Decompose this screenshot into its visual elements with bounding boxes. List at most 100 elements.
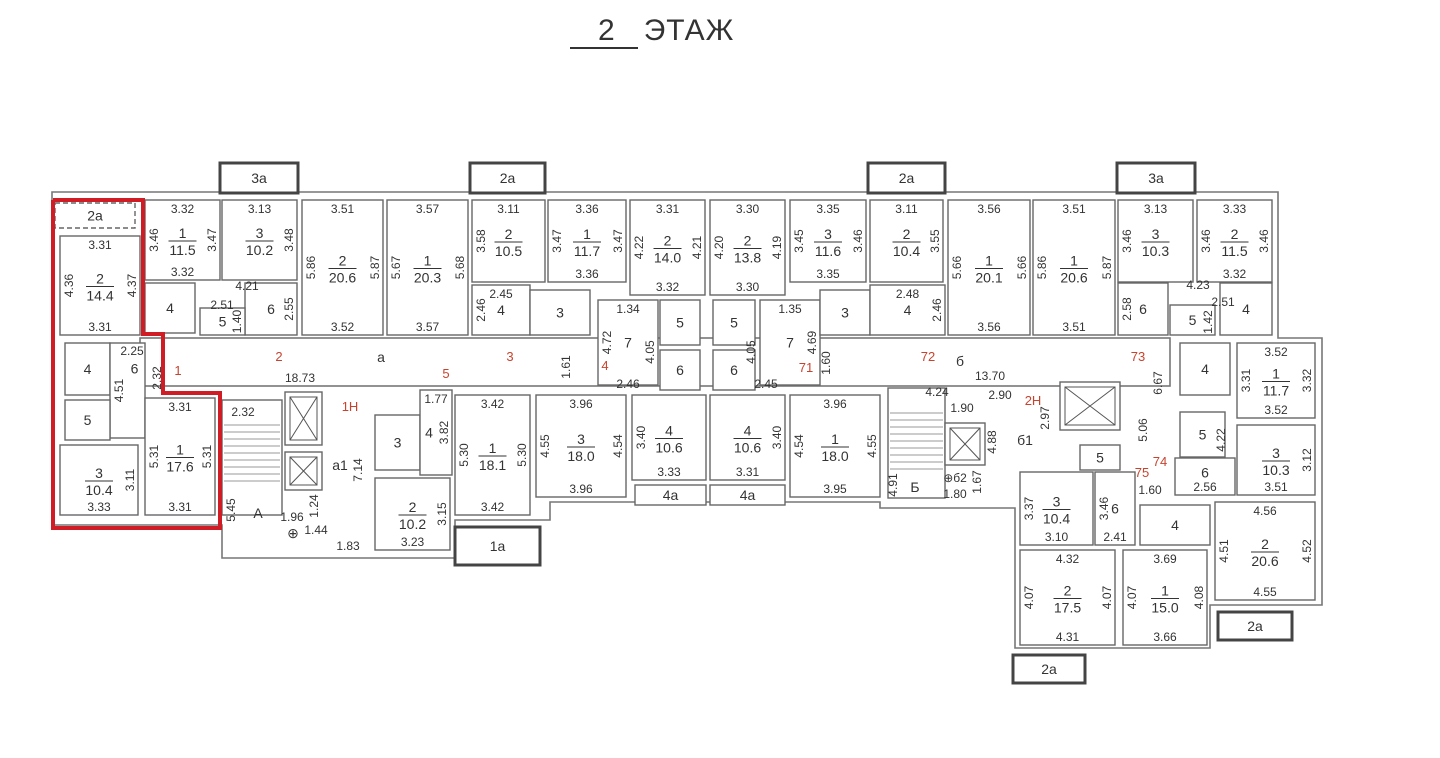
dim-top: 3.96: [823, 397, 847, 411]
room[interactable]: 5: [712, 299, 756, 346]
dim-right: 4.69: [805, 330, 819, 354]
room[interactable]: 310.43.333.11: [59, 444, 139, 516]
room[interactable]: 71.344.72: [597, 299, 659, 386]
room[interactable]: 410.63.313.40: [709, 394, 786, 481]
dim-top: 3.13: [248, 202, 272, 216]
room-walls: [529, 289, 591, 336]
room[interactable]: 62.56: [1174, 457, 1236, 496]
dim-right: 4.55: [865, 434, 879, 458]
room[interactable]: 210.23.233.15: [374, 477, 451, 551]
room[interactable]: 3: [529, 289, 591, 336]
room[interactable]: 310.23.133.48: [221, 199, 298, 281]
dim-left: 5.66: [950, 255, 964, 279]
room-type: 1: [176, 442, 184, 458]
room[interactable]: 42.482.46: [869, 284, 946, 336]
room[interactable]: 4: [1179, 342, 1231, 396]
room[interactable]: 6: [712, 349, 756, 391]
dim-top: 3.51: [331, 202, 355, 216]
room[interactable]: 5: [1079, 444, 1121, 471]
room[interactable]: 5: [64, 399, 111, 441]
dim-left: 4.54: [792, 434, 806, 458]
dim-right: 5.66: [1015, 255, 1029, 279]
room-walls: [631, 394, 707, 481]
room[interactable]: 42.452.46: [471, 284, 531, 336]
room[interactable]: 210.53.113.58: [471, 199, 546, 283]
room[interactable]: 71.354.69: [759, 299, 821, 386]
room[interactable]: 4: [144, 282, 196, 334]
stairs: [221, 381, 1121, 516]
room[interactable]: 4: [1139, 504, 1211, 546]
room[interactable]: 5: [1169, 304, 1216, 336]
room-walls: [712, 349, 756, 391]
plan-label: 4.05: [744, 340, 758, 364]
room[interactable]: 41.773.82: [419, 389, 453, 476]
selected-apartment-outline[interactable]: [51, 198, 222, 530]
room-walls: [709, 394, 786, 481]
room[interactable]: 6: [659, 349, 701, 391]
room-walls: [1219, 282, 1273, 336]
room-area: 10.4: [893, 243, 920, 259]
room-type: 6: [131, 361, 139, 377]
dim-right: 5.87: [1100, 255, 1114, 279]
plan-label: б1: [1017, 432, 1033, 448]
room[interactable]: 210.43.113.55: [869, 199, 944, 283]
room[interactable]: 310.43.103.37: [1019, 471, 1094, 546]
plan-label: 4.23: [1186, 278, 1210, 292]
room-walls: [759, 299, 821, 386]
room-type: 2: [1064, 583, 1072, 599]
room-type: 7: [624, 335, 632, 351]
room[interactable]: 3: [819, 289, 871, 336]
dim-top: 3.52: [1264, 345, 1288, 359]
room[interactable]: 310.33.133.46: [1117, 199, 1194, 283]
room-area: 10.2: [246, 242, 273, 258]
dim-right: 3.47: [205, 228, 219, 252]
room-type: 1: [179, 225, 187, 241]
room-type: 2: [409, 499, 417, 515]
room-walls: [471, 284, 531, 336]
balcony-label: 4а: [663, 487, 679, 503]
room[interactable]: 5: [659, 299, 701, 346]
room[interactable]: 4: [64, 342, 111, 396]
room-type: 5: [1096, 450, 1104, 466]
room[interactable]: 310.33.513.12: [1236, 424, 1316, 496]
dim-top: 1.77: [424, 392, 448, 406]
room[interactable]: 3: [374, 414, 421, 471]
dim-top: 3.31: [656, 202, 680, 216]
room-type: 2: [339, 253, 347, 269]
room[interactable]: 5: [1179, 411, 1226, 458]
room-walls: [386, 199, 469, 336]
room[interactable]: 62.413.46: [1094, 471, 1136, 546]
room-type: 2: [664, 233, 672, 249]
dim-left: 4.22: [632, 235, 646, 259]
room[interactable]: 64.51: [109, 342, 146, 439]
apartment-number: 75: [1135, 465, 1149, 480]
room-area: 10.2: [399, 516, 426, 532]
dim-right: 3.40: [770, 425, 784, 449]
room-walls: [454, 394, 531, 516]
room-walls: [1094, 471, 1136, 546]
room[interactable]: 62.58: [1117, 282, 1169, 336]
room[interactable]: 4: [1219, 282, 1273, 336]
room[interactable]: 410.63.333.40: [631, 394, 707, 481]
